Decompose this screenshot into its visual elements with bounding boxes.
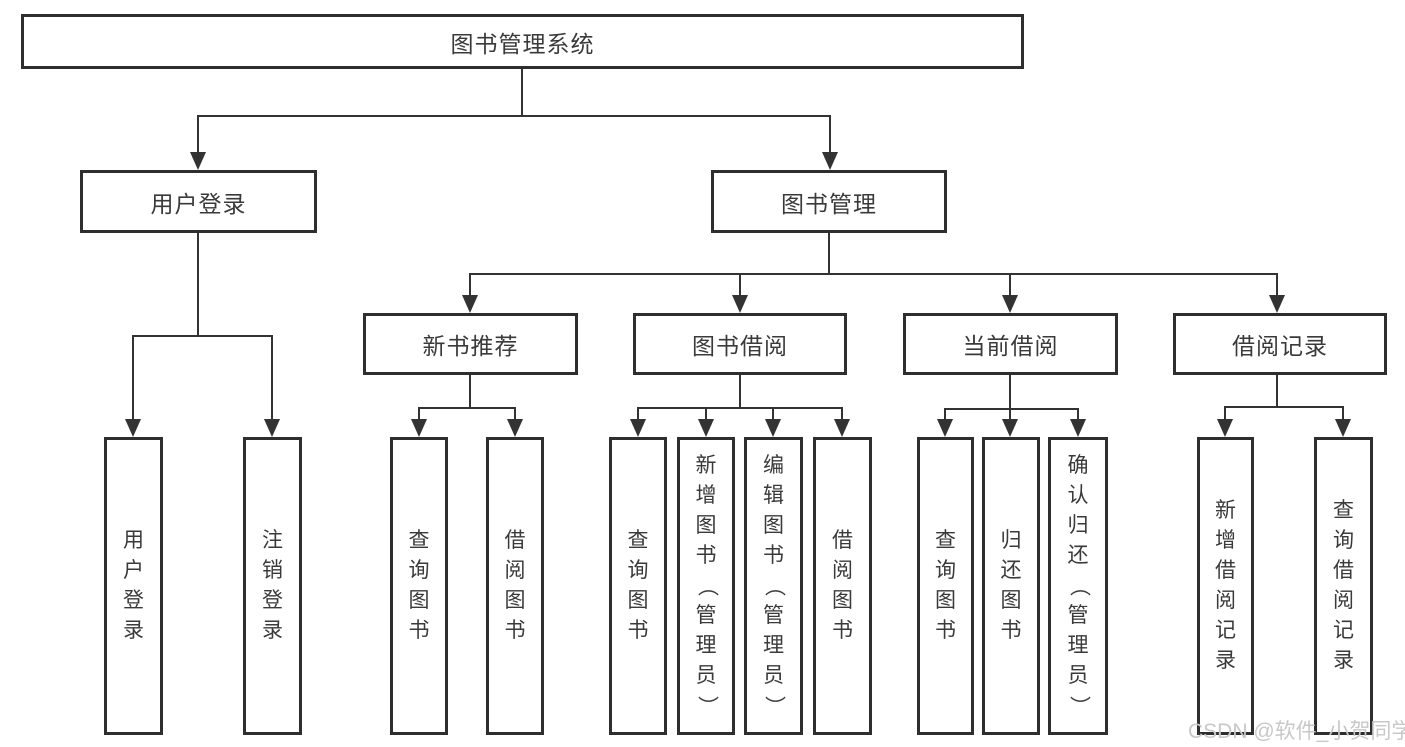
connector-line — [197, 115, 831, 117]
connector-line — [1077, 408, 1079, 421]
leaf-borrow-books-label: 借阅图书 — [832, 529, 853, 642]
connector-line — [1009, 375, 1011, 408]
connector-line — [1009, 408, 1011, 421]
leaf-confirm-return-admin: 确认归还（管理员） — [1048, 437, 1108, 735]
connector-line — [1276, 375, 1278, 406]
node-user-login-label: 用户登录 — [150, 190, 247, 217]
leaf-borrow-books: 借阅图书 — [813, 437, 872, 735]
connector-line — [469, 273, 471, 297]
leaf-logout: 注销登录 — [243, 437, 302, 735]
node-current-borrow: 当前借阅 — [903, 313, 1118, 375]
connector-line — [418, 407, 420, 421]
arrowhead — [1002, 419, 1018, 437]
leaf-user-login: 用户登录 — [104, 437, 163, 735]
node-current-borrow-label: 当前借阅 — [962, 333, 1059, 359]
connector-line — [705, 407, 707, 421]
leaf-edit-books-admin: 编辑图书（管理员） — [744, 437, 803, 735]
arrowhead — [264, 419, 280, 437]
connector-line — [637, 407, 843, 409]
connector-line — [1224, 406, 1344, 408]
leaf-query-books-current: 查询图书 — [917, 437, 974, 735]
arrowhead — [1335, 419, 1351, 437]
arrowhead — [1217, 419, 1233, 437]
arrowhead — [834, 419, 850, 437]
arrowhead — [462, 295, 478, 313]
leaf-borrow-books-recommend-label: 借阅图书 — [504, 529, 526, 642]
connector-line — [132, 335, 273, 337]
connector-line — [521, 69, 523, 115]
connector-line — [1224, 406, 1226, 421]
arrowhead — [822, 152, 838, 170]
connector-line — [637, 407, 639, 421]
node-book-borrow-label: 图书借阅 — [692, 333, 788, 359]
leaf-query-books-recommend: 查询图书 — [390, 437, 448, 735]
node-book-management: 图书管理 — [711, 170, 947, 233]
arrowhead — [1070, 419, 1086, 437]
arrowhead — [190, 152, 206, 170]
node-new-book-recommend-label: 新书推荐 — [422, 333, 519, 359]
leaf-confirm-return-admin-label: 确认归还（管理员） — [1067, 454, 1090, 717]
leaf-query-books-current-label: 查询图书 — [935, 529, 956, 642]
leaf-return-books: 归还图书 — [982, 437, 1040, 735]
leaf-return-books-label: 归还图书 — [1000, 529, 1022, 642]
arrowhead — [1002, 295, 1018, 313]
node-user-login: 用户登录 — [80, 170, 317, 233]
arrowhead — [732, 295, 748, 313]
connector-line — [469, 375, 471, 407]
connector-line — [197, 233, 199, 335]
connector-line — [418, 407, 516, 409]
arrowhead — [937, 419, 953, 437]
node-root-label: 图书管理系统 — [450, 30, 595, 57]
node-book-borrow: 图书借阅 — [633, 313, 847, 375]
connector-line — [132, 335, 134, 421]
connector-line — [1009, 273, 1011, 297]
connector-line — [739, 273, 741, 297]
connector-line — [197, 115, 199, 154]
connector-line — [271, 335, 273, 421]
connector-line — [944, 408, 1079, 410]
connector-line — [828, 233, 830, 273]
arrowhead — [125, 419, 141, 437]
leaf-add-books-admin-label: 新增图书（管理员） — [695, 454, 718, 717]
leaf-user-login-label: 用户登录 — [123, 529, 144, 642]
leaf-add-books-admin: 新增图书（管理员） — [677, 437, 735, 735]
arrowhead — [630, 419, 646, 437]
leaf-query-borrow-record-label: 查询借阅记录 — [1333, 499, 1354, 672]
leaf-query-borrow-record: 查询借阅记录 — [1314, 437, 1373, 735]
arrowhead — [698, 419, 714, 437]
leaf-logout-label: 注销登录 — [262, 529, 283, 642]
connector-line — [841, 407, 843, 421]
arrowhead — [1269, 295, 1285, 313]
leaf-edit-books-admin-label: 编辑图书（管理员） — [762, 454, 786, 717]
node-borrow-records-label: 借阅记录 — [1232, 333, 1328, 359]
arrowhead — [411, 419, 427, 437]
node-new-book-recommend: 新书推荐 — [363, 313, 578, 375]
connector-line — [829, 115, 831, 154]
leaf-query-books-recommend-label: 查询图书 — [408, 529, 430, 642]
leaf-add-borrow-record-label: 新增借阅记录 — [1215, 499, 1236, 672]
connector-line — [739, 375, 741, 407]
connector-line — [944, 408, 946, 421]
leaf-add-borrow-record: 新增借阅记录 — [1197, 437, 1254, 735]
node-borrow-records: 借阅记录 — [1173, 313, 1387, 375]
connector-line — [1342, 406, 1344, 421]
connector-line — [469, 273, 1277, 275]
leaf-query-books-borrow-label: 查询图书 — [627, 529, 649, 642]
leaf-query-books-borrow: 查询图书 — [609, 437, 667, 735]
connector-line — [514, 407, 516, 421]
arrowhead — [765, 419, 781, 437]
connector-line — [772, 407, 774, 421]
node-book-management-label: 图书管理 — [781, 190, 877, 217]
csdn-watermark: CSDN @软件_小贺同学 — [1188, 720, 1405, 743]
connector-line — [1276, 273, 1278, 297]
node-root: 图书管理系统 — [21, 14, 1024, 69]
leaf-borrow-books-recommend: 借阅图书 — [486, 437, 544, 735]
arrowhead — [507, 419, 523, 437]
